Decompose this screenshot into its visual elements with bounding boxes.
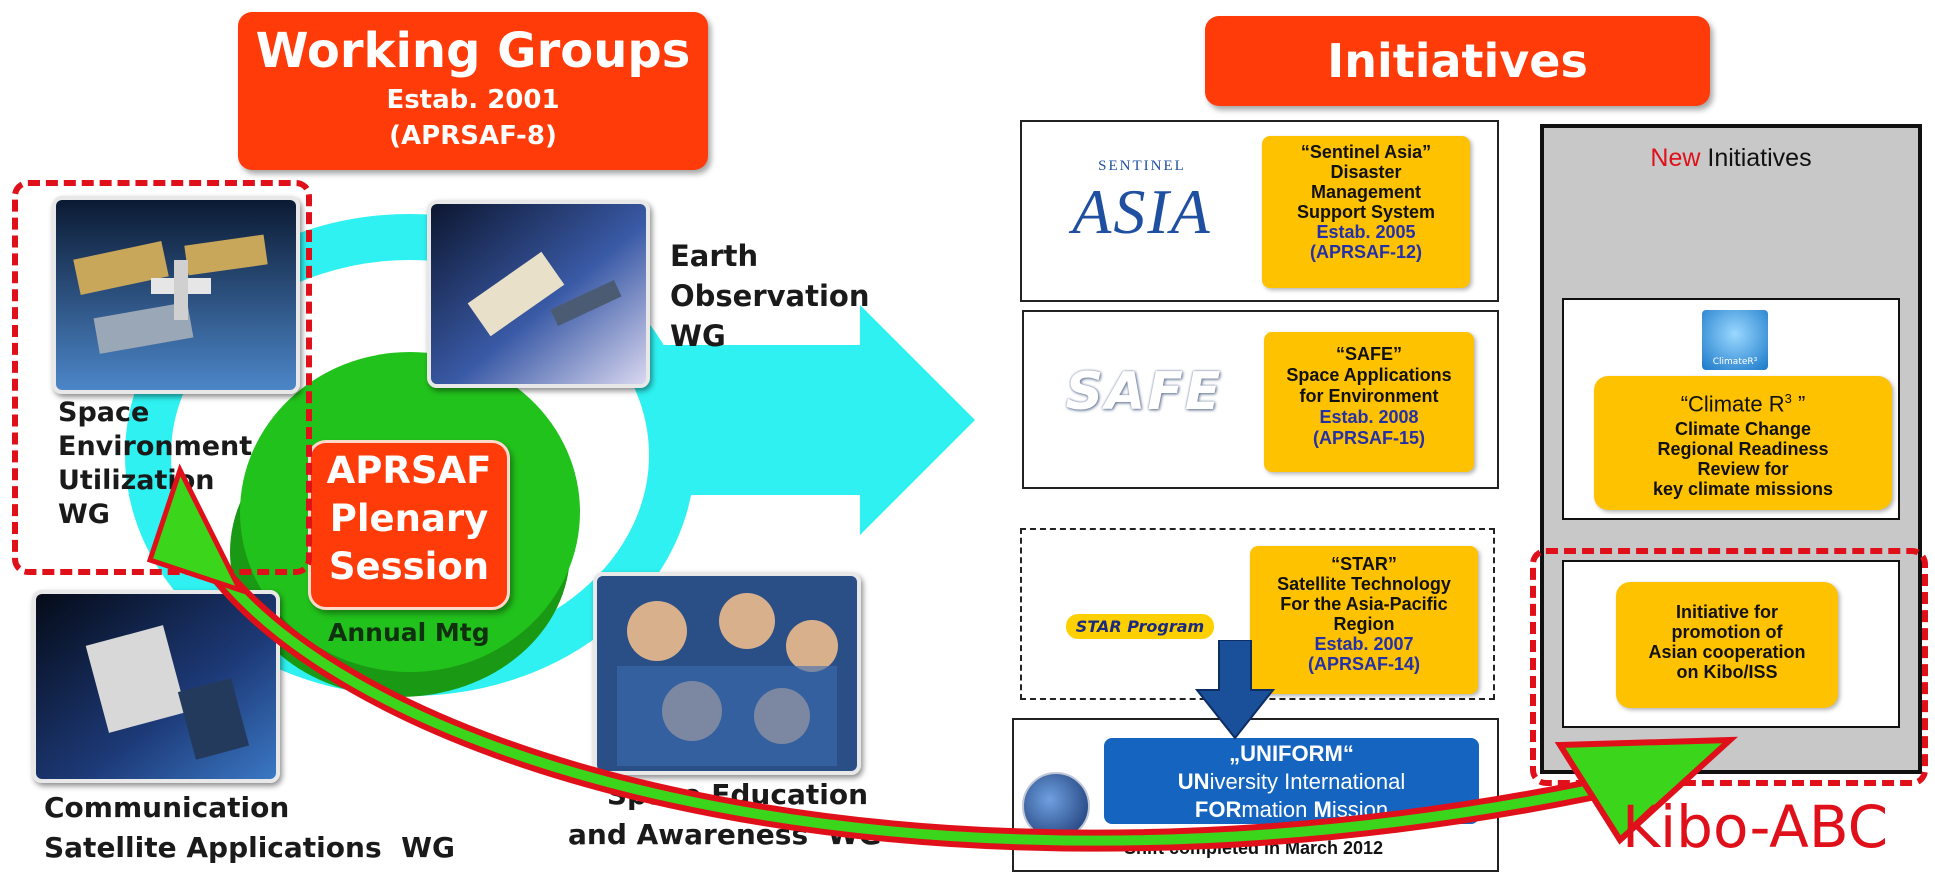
safe-estab: Estab. 2008 (1319, 407, 1419, 427)
safe-ref: (APRSAF-15) (1312, 428, 1425, 448)
climate-logo: ClimateR³ (1702, 310, 1768, 370)
earth-observation-photo (427, 200, 650, 388)
kibo-line-1: Initiative for (1675, 602, 1778, 622)
aprsaf-plenary-box: APRSAF Plenary Session (308, 440, 510, 610)
comm-line-2: Satellite Applications WG (44, 831, 455, 864)
earth-observation-image (431, 204, 646, 384)
star-to-uniform-arrow (1195, 640, 1275, 740)
safe-box: “SAFE” Space Applications for Environmen… (1264, 332, 1474, 472)
safe-line-1: “SAFE” (1335, 344, 1402, 364)
star-line-4: Region (1333, 614, 1395, 634)
sentinel-line-2: Disaster (1330, 162, 1402, 182)
space-education-image (597, 576, 857, 771)
climate-line-1: Climate Change (1674, 419, 1812, 440)
star-ref: (APRSAF-14) (1307, 654, 1420, 674)
space-station-image (56, 200, 296, 390)
star-line-1: “STAR” (1331, 554, 1397, 574)
sentinel-asia-panel: SENTINEL ASIA “Sentinel Asia” Disaster M… (1020, 120, 1499, 302)
space-env-dashed-highlight (12, 180, 312, 575)
climate-title: “Climate R3 ” (1594, 384, 1892, 419)
safe-logo: SAFE (1065, 362, 1223, 422)
sentinel-line-1: “Sentinel Asia” (1300, 142, 1432, 162)
communication-satellite-photo (32, 590, 280, 783)
uniform-line-3-mid: mation (1241, 797, 1314, 822)
curved-arrow-head-right (1554, 736, 1739, 845)
curved-arrow-head-left (146, 463, 245, 595)
curved-arrow-body (180, 515, 1595, 846)
uniform-for: FOR (1194, 797, 1242, 822)
sentinel-logo-main: ASIA (1072, 176, 1212, 247)
kibo-abc-label: Kibo-ABC (1622, 793, 1889, 861)
new-initiatives-panel: New Initiatives ClimateR³ “Climate R3 ” … (1540, 124, 1922, 774)
initiatives-header: Initiatives (1205, 16, 1710, 106)
uniform-m: M (1313, 797, 1332, 822)
uniform-line-2-rest: iversity International (1209, 769, 1406, 794)
star-logo-text: STAR Program (1065, 614, 1215, 639)
climate-logo-text: ClimateR³ (1712, 357, 1758, 367)
new-word: New (1650, 144, 1701, 172)
sentinel-estab: Estab. 2005 (1316, 222, 1416, 242)
safe-line-2: Space Applications (1286, 365, 1452, 385)
climate-line-3: Review for (1697, 459, 1789, 480)
communication-wg-label: Communication Satellite Applications WG (44, 788, 455, 868)
space-env-line-2: Environment (58, 431, 253, 462)
sentinel-line-4: Support System (1296, 202, 1436, 222)
star-estab: Estab. 2007 (1314, 634, 1414, 654)
climate-box: “Climate R3 ” Climate Change Regional Re… (1594, 376, 1892, 510)
communication-satellite-image (36, 594, 276, 779)
initiatives-title: Initiatives (1327, 34, 1588, 88)
comm-line-1: Communication (44, 791, 290, 824)
climate-line-2: Regional Readiness (1657, 439, 1829, 460)
sentinel-asia-logo: SENTINEL ASIA (1052, 158, 1232, 268)
star-line-3: For the Asia-Pacific (1280, 594, 1448, 614)
space-env-line-4: WG (58, 499, 110, 530)
safe-panel: SAFE “SAFE” Space Applications for Envir… (1022, 310, 1499, 489)
earth-obs-line-3: WG (670, 319, 726, 353)
star-line-2: Satellite Technology (1277, 574, 1451, 594)
sentinel-line-3: Management (1310, 182, 1422, 202)
plenary-line-2: Plenary (329, 497, 489, 540)
space-env-line-1: Space (58, 397, 150, 428)
climate-title-sup: 3 (1784, 391, 1792, 406)
uniform-un: UN (1177, 769, 1210, 794)
sentinel-ref: (APRSAF-12) (1309, 242, 1422, 262)
climate-title-end: ” (1791, 391, 1806, 417)
working-groups-ref: (APRSAF-8) (389, 121, 557, 151)
sentinel-asia-box: “Sentinel Asia” Disaster Management Supp… (1262, 136, 1470, 288)
kibo-line-4: on Kibo/ISS (1676, 662, 1778, 682)
space-environment-wg-label: Space Environment Utilization WG (58, 396, 252, 532)
climate-line-4: key climate missions (1652, 479, 1834, 500)
kibo-card: Initiative for promotion of Asian cooper… (1562, 560, 1900, 728)
working-groups-estab: Estab. 2001 (386, 85, 560, 115)
kibo-line-3: Asian cooperation (1648, 642, 1806, 662)
earth-obs-line-2: Observation (670, 279, 870, 313)
new-initiatives-title: New Initiatives (1544, 144, 1918, 173)
annual-mtg-caption: Annual Mtg (328, 618, 490, 647)
earth-obs-line-1: Earth (670, 239, 759, 273)
uniform-line-2: UNiversity International (1104, 768, 1479, 796)
working-groups-title: Working Groups (255, 23, 691, 79)
curved-arrow-outline (174, 509, 1601, 852)
star-box: “STAR” Satellite Technology For the Asia… (1250, 546, 1478, 694)
initiatives-word: Initiatives (1700, 144, 1812, 172)
uniform-title: „UNIFORM“ (1229, 741, 1354, 766)
earth-observation-wg-label: Earth Observation WG (670, 236, 870, 356)
space-education-photo (593, 572, 861, 775)
working-groups-header: Working Groups Estab. 2001 (APRSAF-8) (238, 12, 708, 170)
kibo-line-2: promotion of (1671, 622, 1783, 642)
star-panel: STAR Program “STAR” Satellite Technology… (1020, 528, 1495, 700)
space-station-photo (52, 196, 300, 394)
plenary-line-3: Session (328, 545, 490, 588)
star-program-logo: STAR Program (1050, 614, 1230, 644)
plenary-line-1: APRSAF (326, 449, 492, 492)
sentinel-logo-top: SENTINEL (1098, 158, 1186, 174)
safe-line-3: for Environment (1299, 386, 1439, 406)
cyan-arrow (655, 305, 975, 535)
kibo-box: Initiative for promotion of Asian cooper… (1616, 582, 1838, 708)
climate-title-main: “Climate R (1680, 391, 1785, 417)
climate-card: ClimateR³ “Climate R3 ” Climate Change R… (1562, 298, 1900, 520)
kibo-dashed-highlight (1530, 548, 1928, 786)
